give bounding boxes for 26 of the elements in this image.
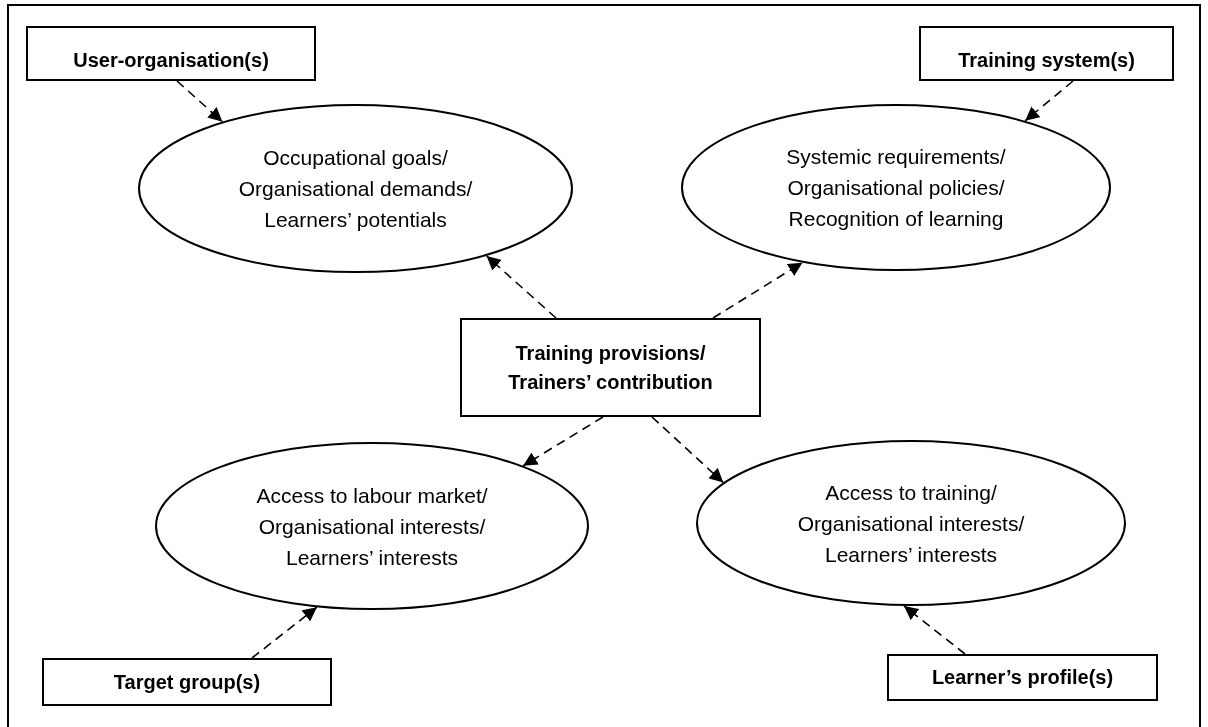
node-label: Target group(s) <box>113 669 261 695</box>
node-label: Training provisions/ Trainers’ contribution <box>507 340 714 395</box>
dashed-arrow <box>522 416 604 467</box>
dashed-arrow <box>1024 80 1074 122</box>
node-label: Training system(s) <box>958 48 1135 73</box>
dashed-arrow <box>485 255 557 319</box>
node-label: Systemic requirements/ Organisational policies/ Recognition of learning <box>785 144 1007 232</box>
entity-box <box>460 318 761 417</box>
node-label: Occupational goals/ Organisational demands/ Learners’ potentials <box>237 145 474 233</box>
entity-box <box>919 26 1174 81</box>
concept-ellipse <box>681 104 1111 271</box>
dashed-arrow <box>651 416 725 484</box>
node-label: Access to training/ Organisational interests/ Learners’ interests <box>796 479 1026 568</box>
dashed-arrow <box>251 606 318 659</box>
node-label: Learner’s profile(s) <box>931 665 1114 690</box>
entity-box <box>887 654 1158 701</box>
entity-box <box>26 26 316 81</box>
concept-ellipse <box>138 104 573 273</box>
dashed-arrow <box>903 605 966 655</box>
concept-ellipse <box>155 442 589 610</box>
concept-ellipse <box>696 440 1126 606</box>
entity-box <box>42 658 332 706</box>
dashed-arrow <box>712 261 804 319</box>
dashed-arrow <box>176 80 224 123</box>
node-label: User-organisation(s) <box>73 48 269 73</box>
node-label: Access to labour market/ Organisational interests/ Learners’ interests <box>255 482 489 571</box>
